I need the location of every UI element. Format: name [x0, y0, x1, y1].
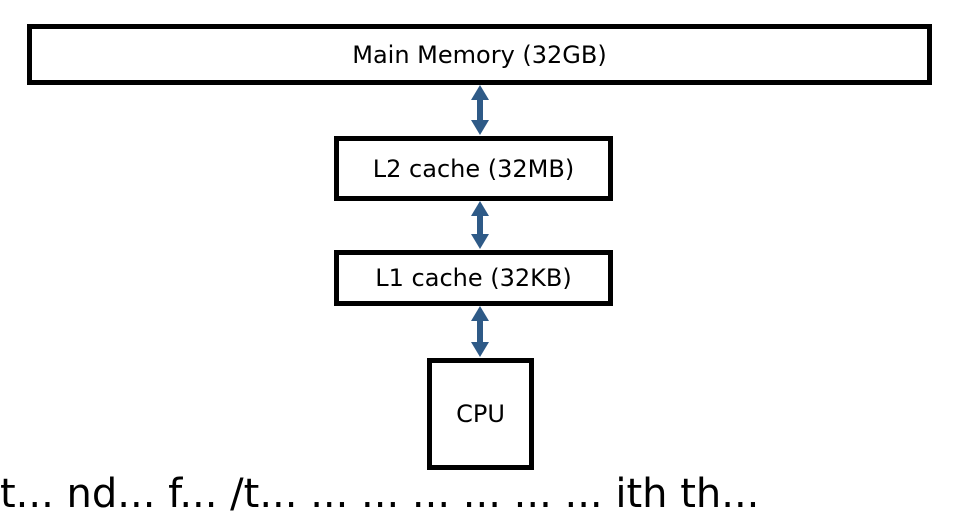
- cpu-box: CPU: [427, 358, 534, 470]
- l1-cache-box: L1 cache (32KB): [334, 250, 613, 306]
- cpu-label: CPU: [456, 400, 505, 428]
- l1-cpu-arrow: [471, 306, 489, 357]
- cut-off-caption: t... nd... f... /t... ... ... ... ... ..…: [0, 471, 760, 517]
- l2-cache-label: L2 cache (32MB): [372, 154, 575, 183]
- main-memory-label: Main Memory (32GB): [352, 40, 607, 69]
- l2-cache-box: L2 cache (32MB): [334, 136, 613, 201]
- main-memory-box: Main Memory (32GB): [27, 24, 932, 85]
- memory-l2-arrow: [471, 85, 489, 135]
- l1-cache-label: L1 cache (32KB): [375, 264, 572, 292]
- l2-l1-arrow: [471, 201, 489, 249]
